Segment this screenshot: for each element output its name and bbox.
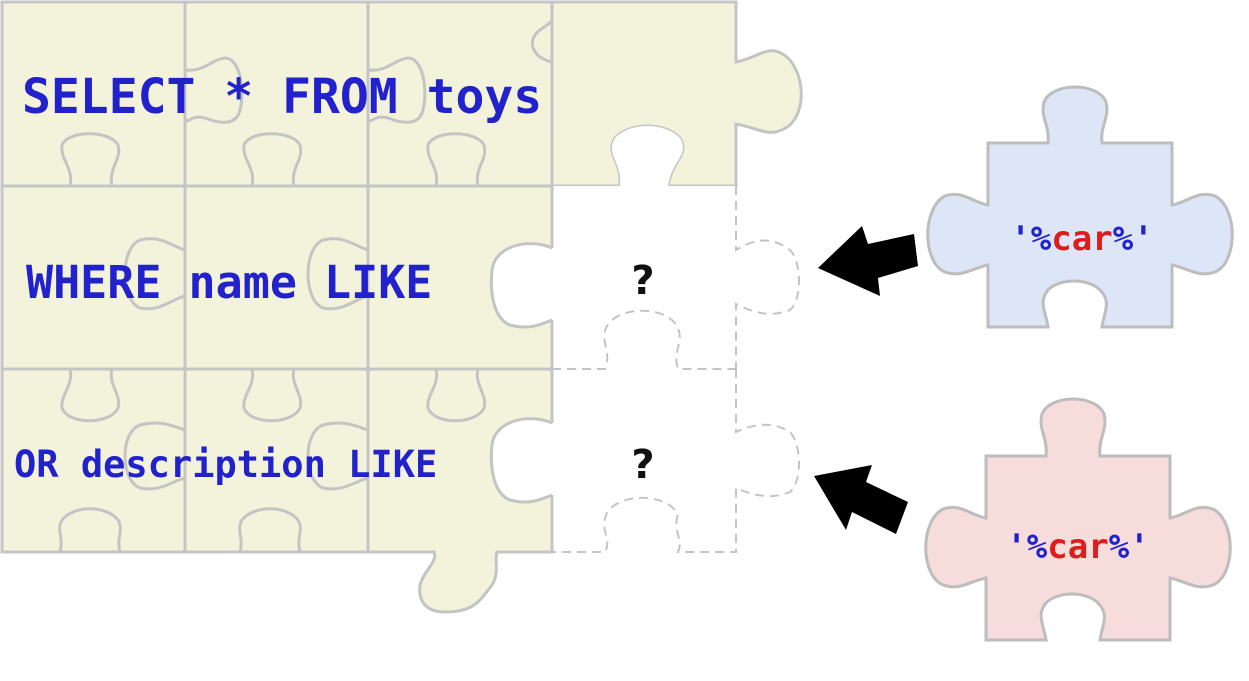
blue-piece-label: '%car%'	[1010, 219, 1153, 259]
arrow-to-slot-2	[814, 465, 908, 534]
placeholder-question-2: ?	[631, 442, 654, 488]
blue-piece-suffix: %'	[1113, 219, 1154, 259]
blue-puzzle-piece: '%car%'	[926, 85, 1234, 329]
puzzle-board	[0, 0, 803, 614]
query-line-or: OR description LIKE	[14, 443, 437, 486]
red-piece-prefix: '%	[1006, 527, 1047, 567]
query-line-select: SELECT * FROM toys	[22, 69, 542, 125]
placeholder-question-1: ?	[631, 258, 654, 304]
board-seams	[2, 2, 554, 553]
red-piece-label: '%car%'	[1006, 527, 1149, 567]
missing-piece-outlines	[552, 186, 800, 553]
blue-piece-prefix: '%	[1010, 219, 1051, 259]
query-line-where: WHERE name LIKE	[26, 256, 432, 309]
blue-piece-keyword: car	[1051, 219, 1112, 259]
arrow-to-slot-1	[818, 226, 918, 296]
red-piece-keyword: car	[1047, 527, 1108, 567]
red-piece-suffix: %'	[1109, 527, 1150, 567]
red-puzzle-piece: '%car%'	[924, 397, 1232, 642]
